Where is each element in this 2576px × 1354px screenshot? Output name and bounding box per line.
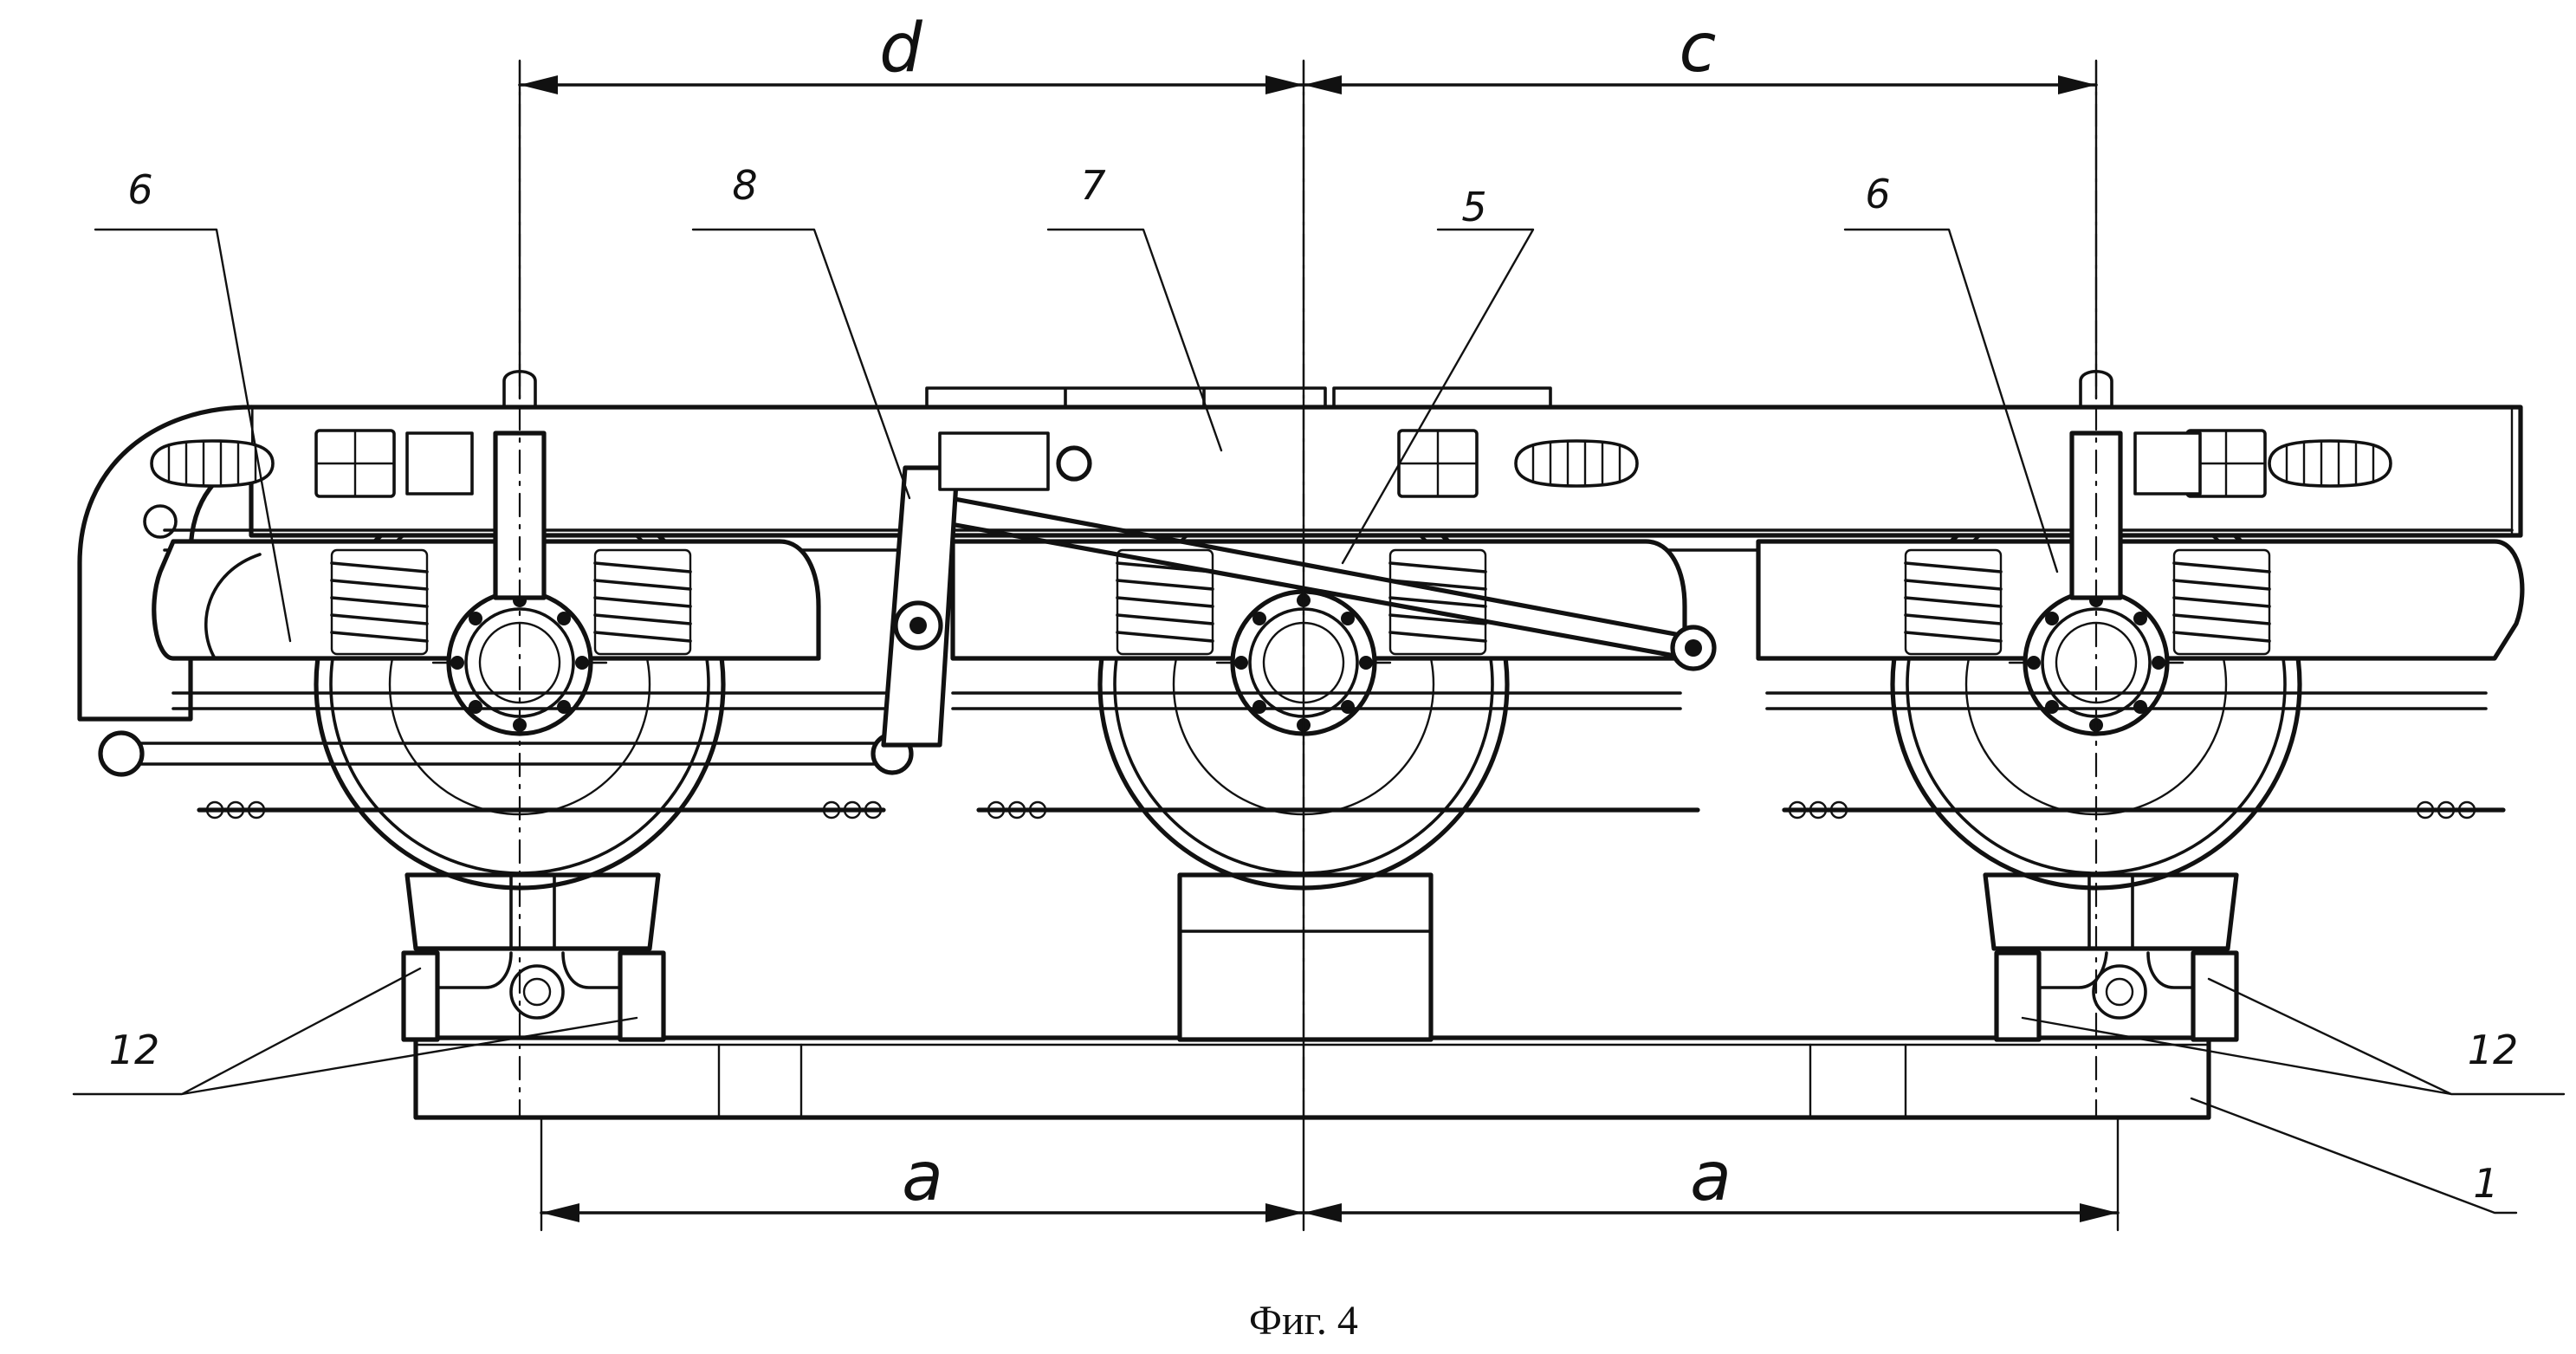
leader-lines [72, 228, 2566, 1215]
callout-frame-right: 6 [1865, 171, 1890, 217]
callout-base: 1 [2473, 1160, 2498, 1207]
bogie-frame-right [1756, 539, 2525, 661]
lever [881, 431, 1092, 748]
base-frame [413, 1035, 2211, 1120]
callout-beam: 7 [1080, 162, 1105, 209]
support-left [401, 872, 666, 1042]
callout-lever: 8 [732, 162, 757, 209]
dimension-lines [518, 59, 2120, 1232]
callout-labels: 6 8 7 5 6 12 12 1 [109, 162, 2519, 1207]
dim-a-right-label: a [1690, 1138, 1731, 1216]
callout-rod: 5 [1461, 184, 1486, 230]
dim-d-label: d [879, 10, 922, 87]
dim-a-left-label: a [902, 1138, 943, 1216]
callout-supports-left: 12 [109, 1027, 160, 1073]
callout-frame-left: 6 [127, 166, 152, 213]
dampers [150, 429, 2392, 498]
diagonal-rod [924, 491, 1717, 671]
figure-caption: Фиг. 4 [1249, 1298, 1358, 1344]
callout-supports-right: 12 [2468, 1027, 2519, 1073]
dim-c-label: c [1680, 10, 1717, 87]
support-center [1177, 872, 1434, 1042]
support-right [1983, 872, 2239, 1042]
dimension-labels: d c a a [879, 10, 1731, 1216]
